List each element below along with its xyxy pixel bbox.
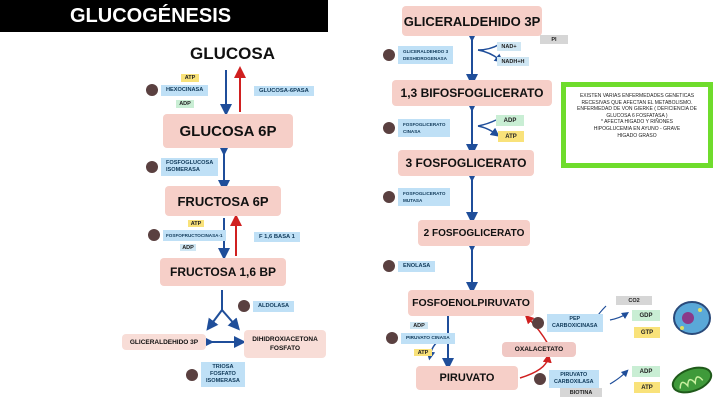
enzyme-icon (383, 122, 395, 134)
enzyme-icon (148, 229, 160, 241)
atp-tag: ATP (498, 131, 524, 142)
metabolite-gliceraldehido-3p: GLICERALDEHIDO 3P (402, 6, 542, 36)
enzyme-icon (386, 332, 398, 344)
mitochondria-icon (671, 366, 713, 394)
enzyme-fosfoglicerato-mutasa: FOSFOGLICERATO MUTASA (383, 188, 451, 206)
metabolite-piruvato: PIRUVATO (416, 366, 518, 390)
enzyme-triosa-fosfato-isomerasa: TRIOSA FOSFATO ISOMERASA (186, 362, 245, 387)
arrow-piruvato-oxalacetato (519, 353, 552, 379)
page-title: GLUCOGÉNESIS (0, 0, 328, 32)
enzyme-aldolasa: ALDOLASA (238, 300, 295, 312)
enzyme-fosfoglicerato-cinasa: FOSFOGLICERATO CINASA (383, 119, 451, 137)
enzyme-glucosa-6pasa: GLUCOSA-6PASA (254, 86, 314, 96)
pi-tag: PI (540, 35, 568, 44)
nad-tag: NAD+ (497, 42, 521, 51)
enzyme-icon (383, 191, 395, 203)
gdp-tag: GDP (632, 310, 660, 321)
metabolite-dihidroxiacetona-fosfato: DIHIDROXIACETONA FOSFATO (244, 330, 326, 358)
biotina-tag: BIOTINA (560, 388, 602, 397)
note-line: EXISTEN VARIAS ENFERMEDADES GENETICAS (579, 93, 695, 99)
note-line: RECESIVAS QUE AFECTAN EL METABOLISMO. (581, 99, 693, 106)
note-line: HIGADO GRASO (617, 132, 657, 139)
metabolite-fructosa-16bp: FRUCTOSA 1,6 BP (160, 258, 286, 286)
adp-tag: ADP (180, 244, 196, 251)
adp-tag: ADP (410, 322, 428, 329)
atp-tag: ATP (188, 220, 204, 227)
enzyme-icon (534, 373, 546, 385)
enzyme-f16basa: F 1,6 BASA 1 (254, 232, 300, 242)
glucosa-label: GLUCOSA (190, 44, 275, 63)
note-box: EXISTEN VARIAS ENFERMEDADES GENETICAS RE… (561, 82, 713, 168)
enzyme-icon (186, 368, 198, 381)
enzyme-pep-carboxicinasa: PEP CARBOXICINASA (532, 314, 603, 332)
enzyme-icon (146, 161, 158, 173)
enzyme-fosfofructocinasa: FOSFOFRUCTOCINASA-1 (148, 229, 226, 241)
note-line: HIPOGLUCEMIA EN AYUNO - GRAVE (593, 125, 681, 132)
atp-tag: ATP (634, 382, 660, 393)
metabolite-13-bifosfoglicerato: 1,3 BIFOSFOGLICERATO (392, 80, 552, 106)
enzyme-icon (532, 317, 544, 329)
metabolite-glucosa-6p: GLUCOSA 6P (163, 114, 293, 148)
adp-tag: ADP (176, 100, 194, 108)
gtp-tag: GTP (634, 327, 660, 338)
enzyme-icon (383, 49, 395, 61)
enzyme-piruvato-cinasa: PIRUVATO CINASA (386, 332, 455, 344)
enzyme-icon (383, 260, 395, 272)
metabolite-gliceraldehido-3p-left: GLICERALDEHIDO 3P (122, 334, 206, 350)
enzyme-g3p-deshidrogenasa: GLICERALDEHIDO 3 DESHIDROGENASA (383, 46, 454, 64)
enzyme-icon (238, 300, 250, 312)
metabolite-fructosa-6p: FRUCTOSA 6P (165, 186, 281, 216)
enzyme-icon (146, 84, 158, 96)
arrow-oxalacetato-pep (524, 314, 549, 345)
enzyme-fosfoglucosa-isomerasa: FOSFOGLUCOSA ISOMERASA (146, 158, 219, 176)
note-line: ENFERMEDAD DE VON GIERKE ( DEFICIENCIA D… (576, 106, 698, 113)
adp-tag: ADP (632, 366, 660, 377)
note-line: GLUCOSA 6 FOSFATASA ) (606, 112, 668, 119)
note-line: * AFECTA HIGADO Y RIÑONES (601, 119, 673, 126)
atp-tag: ATP (181, 74, 199, 82)
enzyme-enolasa: ENOLASA (383, 260, 436, 272)
atp-tag: ATP (414, 349, 432, 356)
adp-tag: ADP (496, 115, 524, 126)
nadh-tag: NADH+H (497, 57, 529, 66)
cell-icon (673, 301, 711, 335)
metabolite-oxalacetato: OXALACETATO (502, 342, 576, 357)
metabolite-2-fosfoglicerato: 2 FOSFOGLICERATO (418, 220, 530, 246)
enzyme-piruvato-carboxilasa: PIRUVATO CARBOXILASA (534, 370, 599, 388)
metabolite-fosfoenolpiruvato: FOSFOENOLPIRUVATO (408, 290, 534, 316)
co2-tag: CO2 (616, 296, 652, 305)
metabolite-3-fosfoglicerato: 3 FOSFOGLICERATO (398, 150, 534, 176)
enzyme-hexocinasa: HEXOCINASA (146, 84, 209, 96)
